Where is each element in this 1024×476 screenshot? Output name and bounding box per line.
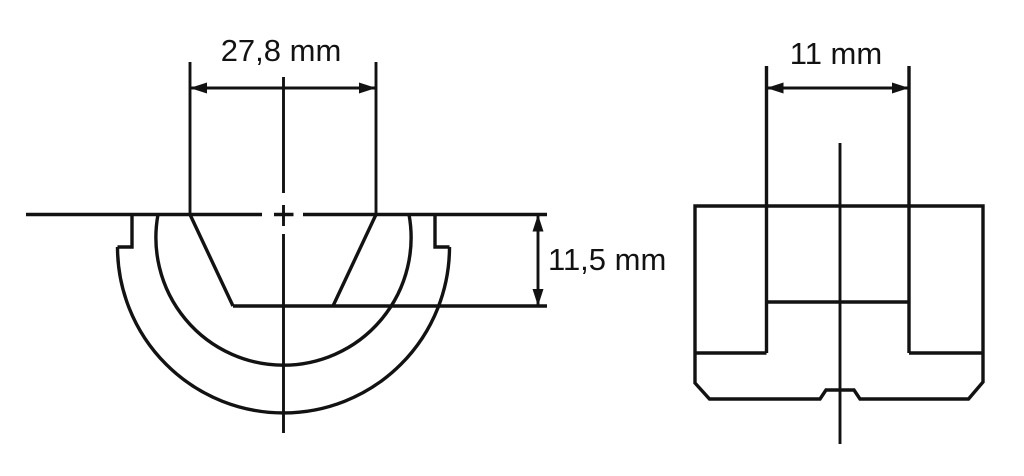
width-dim-arrow-left	[190, 82, 207, 94]
recess-left-wall	[188, 213, 235, 307]
width-dim-arrow-right	[359, 82, 376, 94]
recess-right-wall	[331, 213, 378, 307]
depth-dim-arrow-bottom	[532, 289, 544, 306]
inner-arc	[154, 214, 413, 367]
depth-dim-label: 11,5 mm	[548, 242, 666, 277]
right-step	[433, 214, 450, 249]
slot-dim-arrow-left	[766, 82, 784, 94]
width-dim-label: 27,8 mm	[221, 33, 342, 68]
section-view: 27,8 mm 11,5 mm	[26, 33, 666, 433]
slot-dim-arrow-right	[892, 82, 909, 94]
side-view: 11 mm	[693, 36, 985, 444]
side-body-outline	[693, 204, 985, 401]
slot-dim-label: 11 mm	[790, 36, 882, 71]
outer-arc	[115, 246, 452, 415]
left-step	[117, 214, 134, 249]
depth-dim-arrow-top	[532, 214, 544, 232]
